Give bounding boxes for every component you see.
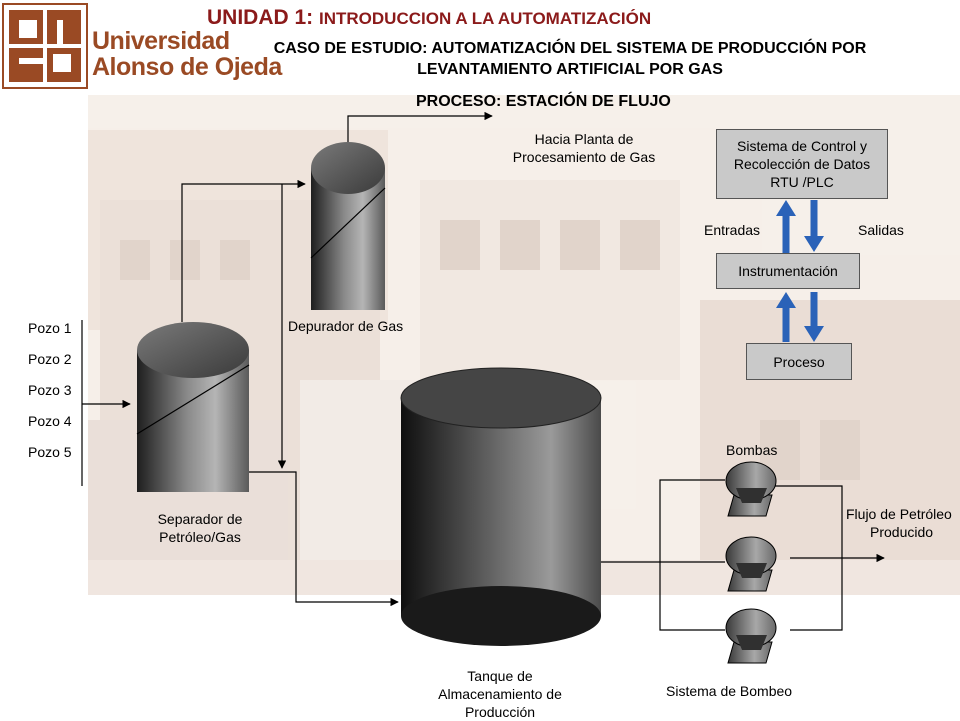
logo-line-1: Universidad [92,27,230,55]
scrubber-label: Depurador de Gas [288,318,404,334]
well-label-1: Pozo 1 [28,320,72,336]
inputs-label: Entradas [704,222,761,238]
piping [181,111,885,631]
process-title: PROCESO: ESTACIÓN DE FLUJO [416,93,671,110]
pumping-system-label: Sistema de Bombeo [666,683,793,699]
well-label-3: Pozo 3 [28,382,72,398]
gas-scrubber-vessel [310,142,386,310]
separator-label-line-2: Petróleo/Gas [159,529,241,545]
separator-label-line-1: Separador de [157,511,243,527]
process-box: Proceso [746,343,852,380]
tank-label-line-2: Almacenamiento de [438,686,562,702]
gas-destination-line-1: Hacia Planta de [534,131,634,147]
pumps-label: Bombas [726,442,778,458]
oil-flow-line-1: Flujo de Petróleo [846,506,952,522]
gas-destination-label: Hacia Planta de Procesamiento de Gas [498,130,670,166]
pump-1 [725,461,777,517]
control-system-line-1: Sistema de Control y [737,138,867,154]
gas-destination-line-2: Procesamiento de Gas [512,149,656,165]
control-system-line-3: RTU /PLC [770,174,834,190]
case-study-title: CASO DE ESTUDIO: AUTOMATIZACIÓN DEL SIST… [212,38,928,80]
control-system-line-2: Recolección de Datos [733,156,871,172]
tank-label-line-1: Tanque de [467,668,533,684]
control-system-box: Sistema de Control y Recolección de Dato… [716,129,888,199]
university-logo [2,3,88,89]
oil-flow-line-2: Producido [870,524,934,540]
case-study-line-2: LEVANTAMIENTO ARTIFICIAL POR GAS [417,61,723,78]
oil-flow-label: Flujo de Petróleo Producido [846,505,960,541]
unit-title-rest: INTRODUCCION A LA AUTOMATIZACIÓN [319,9,652,28]
logo-line-2: Alonso de Ojeda [92,53,282,81]
case-study-line-1: CASO DE ESTUDIO: AUTOMATIZACIÓN DEL SIST… [273,40,867,57]
pump-3 [725,608,777,664]
pump-2 [725,536,777,592]
tank-label-line-3: Producción [464,704,536,720]
unit-title: UNIDAD 1: INTRODUCCION A LA AUTOMATIZACI… [207,6,651,30]
control-arrows [776,200,824,342]
storage-tank [400,367,602,646]
outputs-label: Salidas [858,222,904,238]
separator-label: Separador de Petróleo/Gas [140,510,260,546]
unit-title-prefix: UNIDAD 1: [207,6,320,29]
well-label-4: Pozo 4 [28,413,72,429]
oil-gas-separator-vessel [136,322,250,492]
well-manifold [81,320,131,486]
instrumentation-box: Instrumentación [716,253,860,289]
well-label-2: Pozo 2 [28,351,72,367]
tank-label: Tanque de Almacenamiento de Producción [420,667,580,721]
well-label-5: Pozo 5 [28,444,72,460]
university-logo-text: Universidad Alonso de Ojeda [92,28,282,80]
